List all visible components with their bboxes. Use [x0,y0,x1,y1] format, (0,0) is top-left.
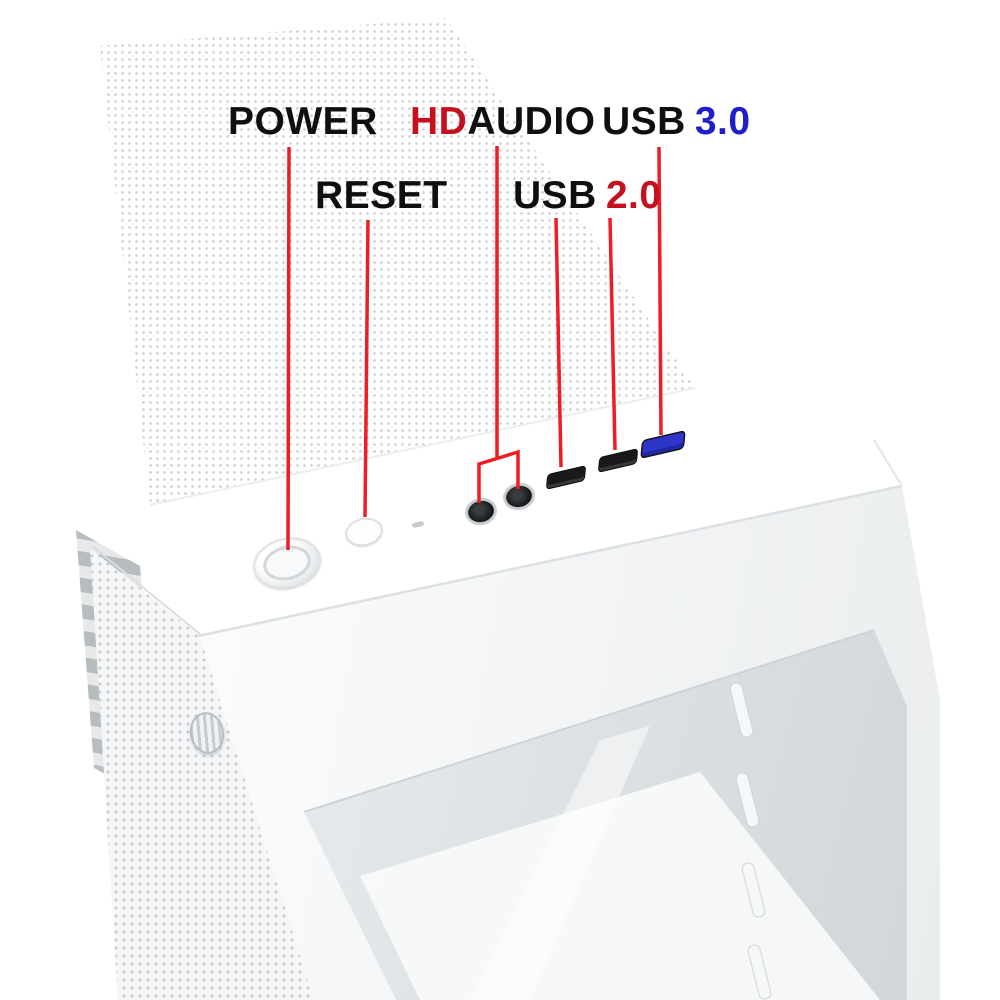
reset-label: RESET [315,174,448,218]
usb3-label-prefix: USB [602,100,686,143]
usb3-label-version: 3.0 [694,100,751,143]
reset-label-text: RESET [315,174,448,217]
power-label-text: POWER [228,100,378,143]
hd-audio-label-accent: HD [410,100,468,143]
hd-audio-label-rest: AUDIO [467,100,596,143]
usb2-label-prefix: USB [513,174,597,217]
usb2-label-version: 2.0 [605,174,662,217]
power-label: POWER [228,100,378,144]
hd-audio-label: HDAUDIO [410,100,596,144]
power-button-ring [259,541,315,585]
